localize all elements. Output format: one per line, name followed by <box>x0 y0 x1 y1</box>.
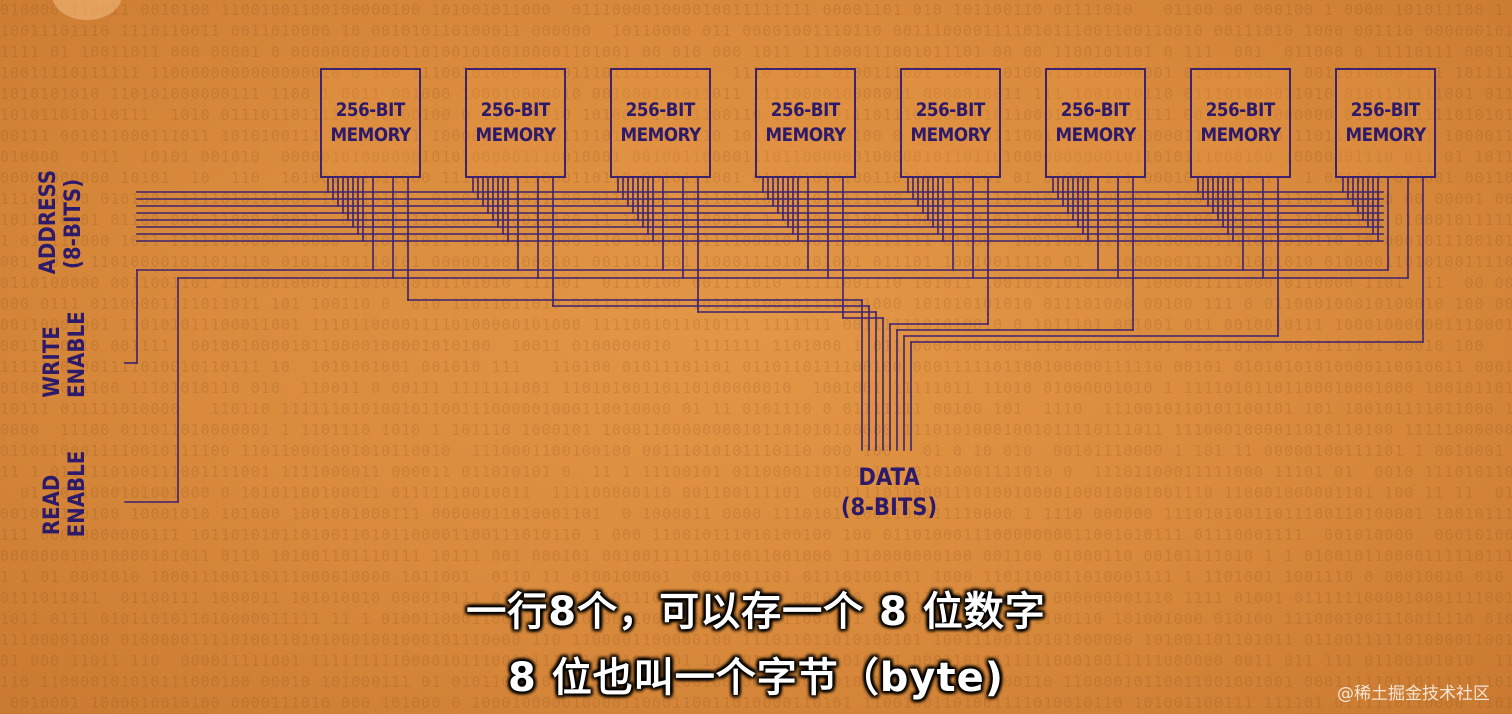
memory-module-8: 256-BIT MEMORY <box>1335 68 1436 178</box>
read-enable-label: READ ENABLE <box>40 450 92 538</box>
memory-module-7: 256-BIT MEMORY <box>1190 68 1291 178</box>
write-enable-label: WRITE ENABLE <box>40 311 92 398</box>
memory-label-line2: MEMORY <box>1345 124 1426 146</box>
memory-label-line2: MEMORY <box>1200 124 1281 146</box>
subtitle-line-1: 一行8个，可以存一个 8 位数字 <box>466 589 1046 635</box>
memory-label-line1: 256-BIT <box>1060 99 1131 121</box>
memory-label-line2: MEMORY <box>1055 124 1136 146</box>
address-bus-label: ADDRESS (8-BITS) <box>36 169 88 275</box>
memory-label-line1: 256-BIT <box>770 99 841 121</box>
memory-label-line2: MEMORY <box>475 124 556 146</box>
channel-logo-icon <box>52 0 122 20</box>
memory-label-line1: 256-BIT <box>625 99 696 121</box>
memory-label-line2: MEMORY <box>910 124 991 146</box>
read-label-line2: ENABLE <box>65 450 90 538</box>
data-bus-label: DATA (8-BITS) <box>841 462 938 522</box>
memory-module-2: 256-BIT MEMORY <box>465 68 566 178</box>
memory-label-line2: MEMORY <box>330 124 411 146</box>
memory-label-line1: 256-BIT <box>1350 99 1421 121</box>
address-label-line1: ADDRESS <box>36 169 61 275</box>
memory-label-line2: MEMORY <box>765 124 846 146</box>
memory-label-line2: MEMORY <box>620 124 701 146</box>
subtitle-line-2: 8 位也叫一个字节（byte) <box>508 655 1004 701</box>
read-label-line1: READ <box>40 474 65 536</box>
data-label-line2: (8-BITS) <box>840 493 938 521</box>
memory-label-line1: 256-BIT <box>335 99 406 121</box>
memory-module-3: 256-BIT MEMORY <box>610 68 711 178</box>
memory-label-line1: 256-BIT <box>1205 99 1276 121</box>
memory-label-line1: 256-BIT <box>915 99 986 121</box>
memory-module-1: 256-BIT MEMORY <box>320 68 421 178</box>
memory-module-6: 256-BIT MEMORY <box>1045 68 1146 178</box>
memory-label-line1: 256-BIT <box>480 99 551 121</box>
watermark: @稀土掘金技术社区 <box>1337 684 1490 704</box>
write-label-line1: WRITE <box>40 326 65 398</box>
memory-module-4: 256-BIT MEMORY <box>755 68 856 178</box>
write-label-line2: ENABLE <box>65 311 90 398</box>
address-label-line2: (8-BITS) <box>61 178 86 270</box>
data-label-line1: DATA <box>858 463 920 491</box>
memory-module-5: 256-BIT MEMORY <box>900 68 1001 178</box>
